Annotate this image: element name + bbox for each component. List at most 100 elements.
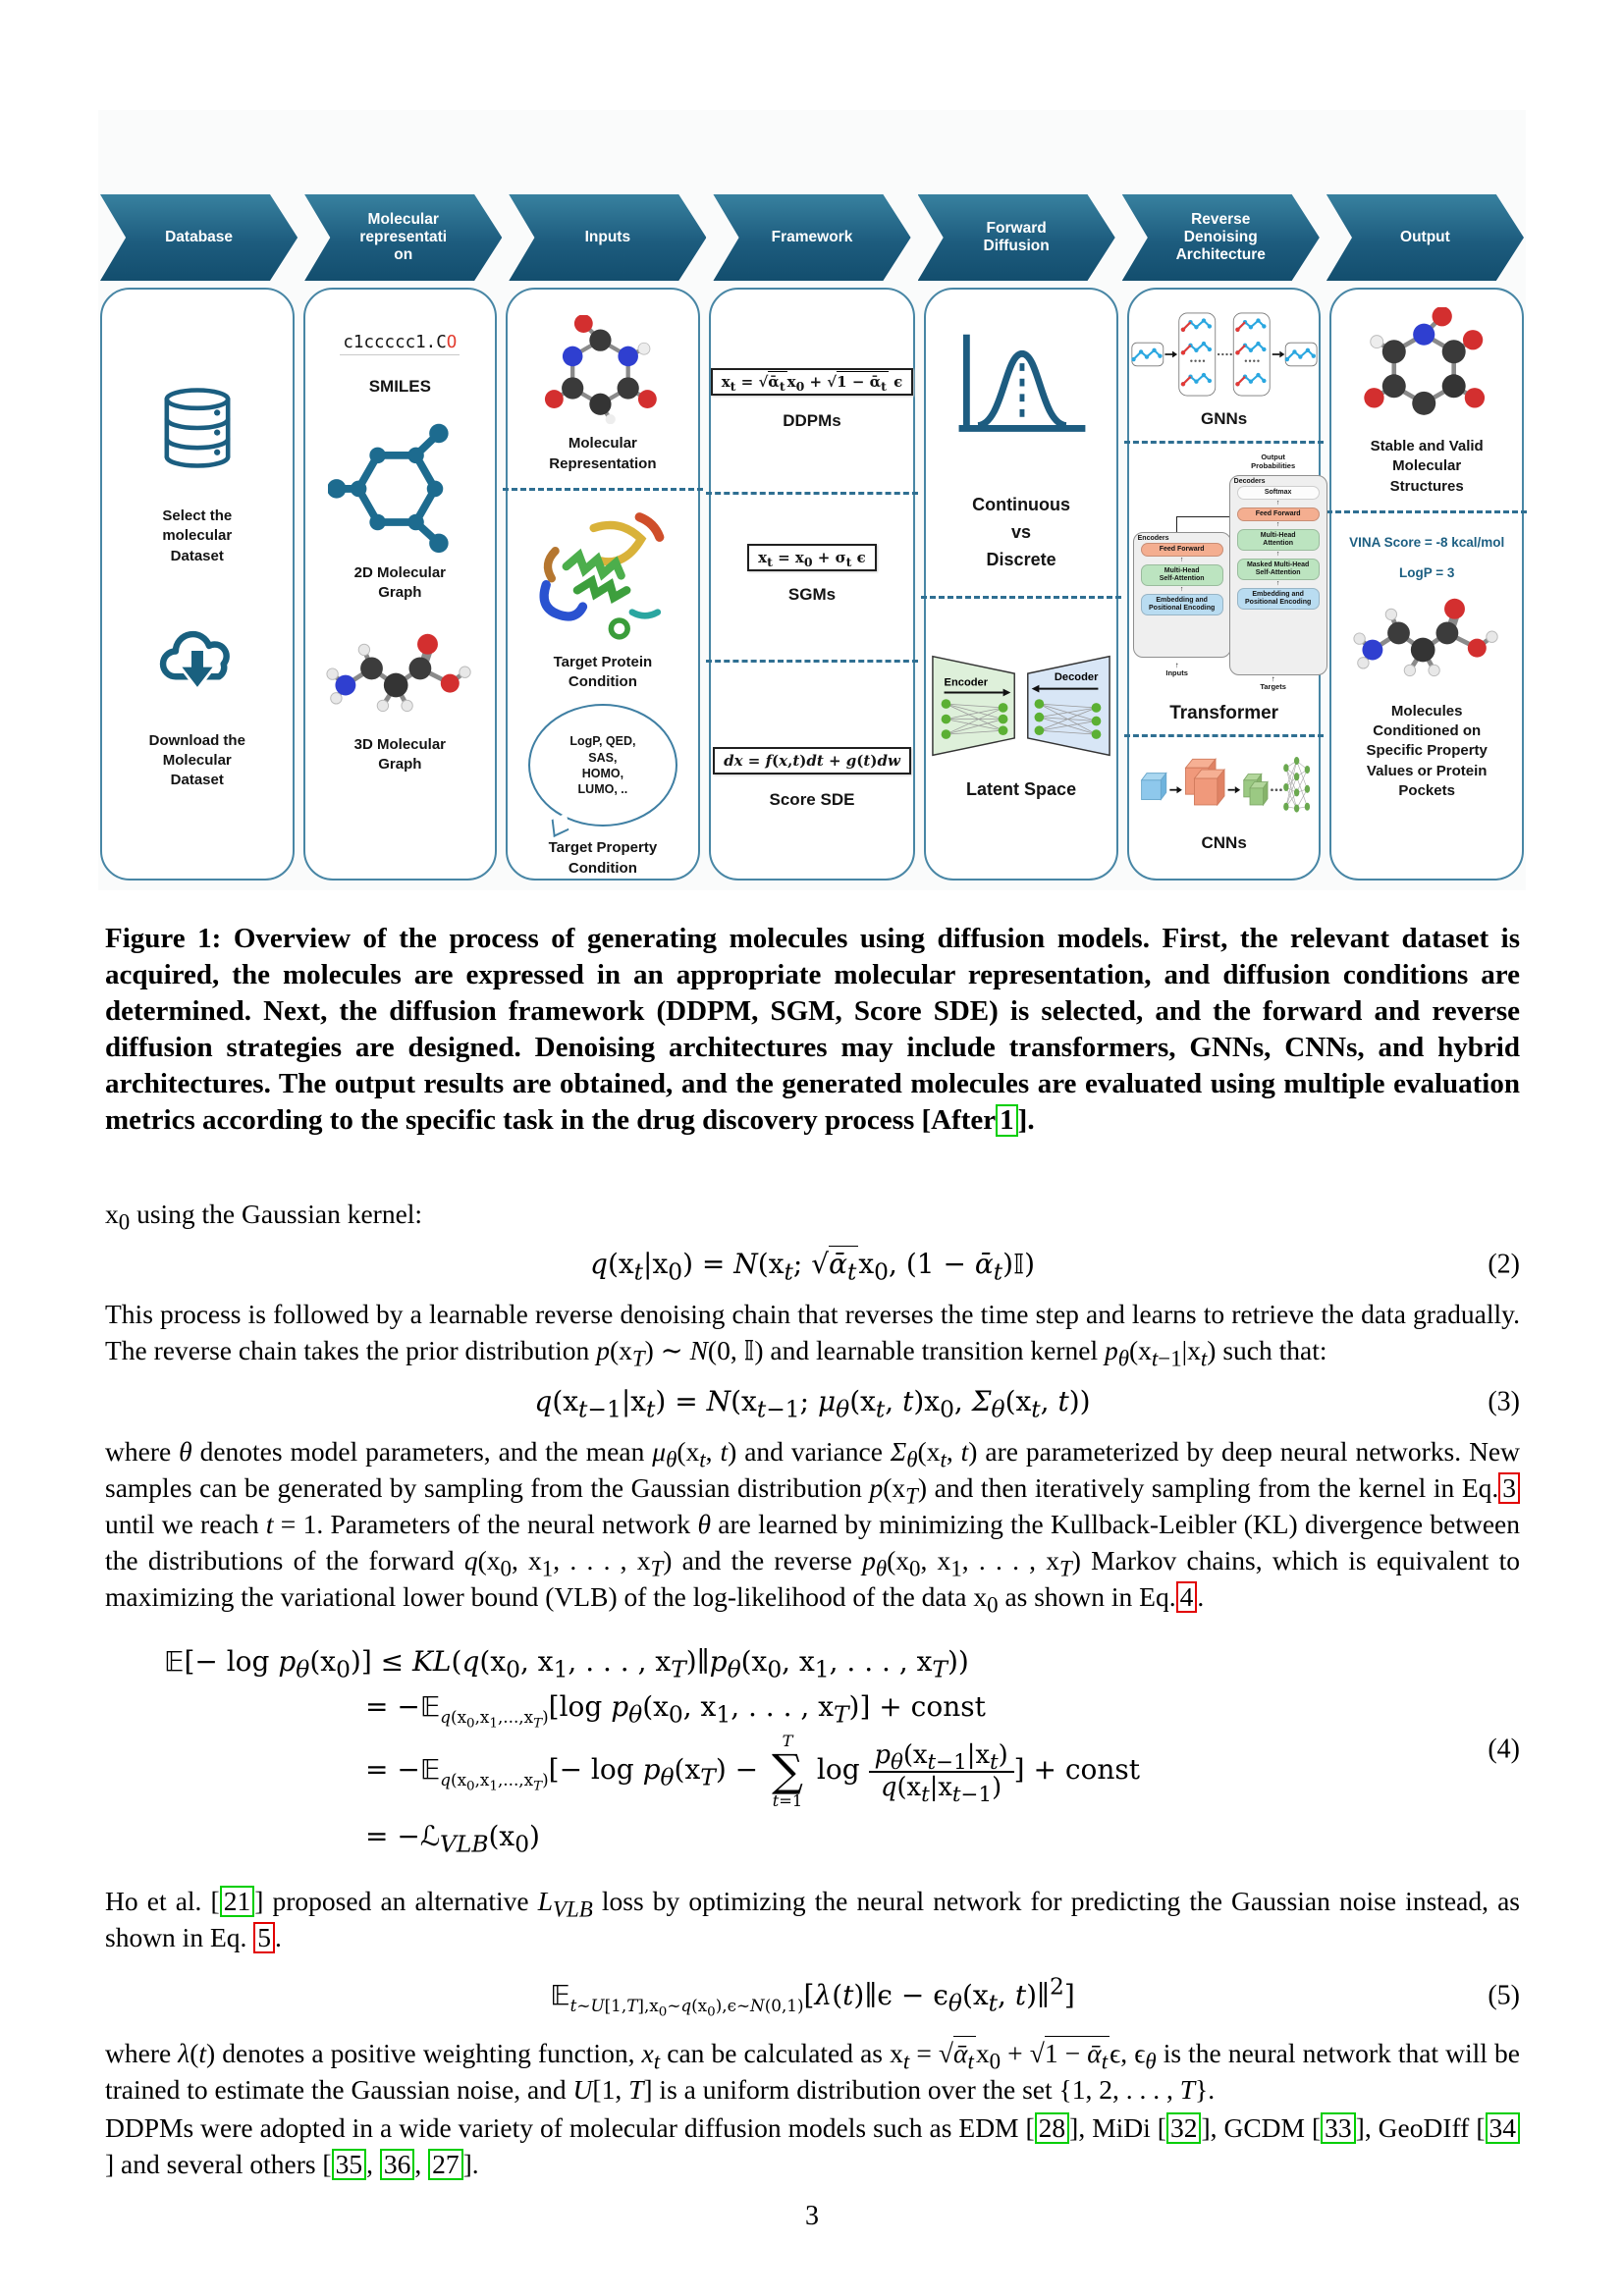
step-header-framework: Framework — [713, 194, 911, 281]
ddpm-label: DDPMs — [783, 411, 841, 430]
paragraph-ddpm-models: DDPMs were adopted in a wide variety of … — [105, 2109, 1520, 2182]
divider — [705, 492, 919, 495]
citation-ref-35[interactable]: 35 — [331, 2149, 367, 2180]
equation-2-number: (2) — [1488, 1249, 1520, 1279]
encoders-label: Encoders — [1137, 535, 1169, 542]
citation-ref-27[interactable]: 27 — [428, 2149, 463, 2180]
up-arrow-icon — [1234, 581, 1323, 587]
up-arrow-icon — [1138, 558, 1226, 563]
citation-ref-28[interactable]: 28 — [1034, 2112, 1070, 2144]
protein-ribbon-icon — [539, 511, 665, 640]
gnn-diagram-icon — [1130, 312, 1318, 397]
citation-ref-36[interactable]: 36 — [379, 2149, 415, 2180]
citation-ref-21[interactable]: 21 — [219, 1886, 255, 1917]
eq-ref-3[interactable]: 3 — [1498, 1472, 1521, 1504]
equation-4: 𝔼[− log pθ(x0)] ≤ KL(q(x0, x1, . . . , x… — [164, 1645, 1520, 1858]
up-arrow-icon — [1234, 522, 1323, 528]
latent-space-label: Latent Space — [966, 778, 1077, 799]
card-forward-diffusion: Continuous vs Discrete Encoder Decoder — [921, 288, 1121, 881]
3d-molecule-icon — [326, 633, 472, 712]
targets-label: Targets — [1229, 675, 1318, 691]
cloud-download-icon — [159, 630, 230, 692]
card-output: Stable and Valid Molecular Structures VI… — [1326, 288, 1527, 881]
step-header-representation: Molecular representati on — [304, 194, 503, 281]
citation-ref-32[interactable]: 32 — [1165, 2112, 1202, 2144]
vina-score-label: VINA Score = -8 kcal/mol — [1349, 534, 1505, 550]
molecule-ring-icon — [544, 315, 657, 425]
step-header-reverse-denoising: Reverse Denoising Architecture — [1121, 194, 1320, 281]
card-database: Select the molecular Dataset Download th… — [100, 288, 295, 881]
sgm-equation: xt = x0 + σt ϵ — [747, 544, 877, 571]
equation-2: q(xt|x0) = N(xt; √ᾱtx0, (1 − ᾱt)𝕀) (2) — [590, 1246, 1520, 1286]
download-dataset-label: Download the Molecular Dataset — [148, 731, 245, 789]
up-arrow-icon — [1234, 552, 1323, 558]
equation-3: q(xt−1|xt) = N(xt−1; μθ(xt, t)x0, Σθ(xt,… — [534, 1385, 1520, 1423]
database-icon — [164, 388, 231, 468]
property-bubble: LogP, QED, SAS, HOMO, LUMO, .. — [527, 704, 677, 828]
citation-ref-1[interactable]: 1 — [996, 1104, 1018, 1137]
2d-molecular-graph-icon — [328, 423, 449, 554]
eq-ref-5[interactable]: 5 — [253, 1922, 275, 1953]
smiles-label: SMILES — [368, 377, 431, 396]
card-molecular-representation: c1ccccc1.CO SMILES 2D Molecular Graph — [302, 288, 498, 881]
eq-ref-4[interactable]: 4 — [1175, 1581, 1198, 1613]
cnn-label: CNNs — [1201, 833, 1247, 852]
decoders-block: Decoders Softmax Feed Forward Multi-Head… — [1228, 475, 1327, 675]
page-number: 3 — [805, 2201, 819, 2231]
divider — [705, 660, 919, 663]
multi-head-self-attention-pill: Multi-Head Self-Attention — [1140, 564, 1223, 587]
divider — [1123, 734, 1325, 737]
up-arrow-icon — [1234, 501, 1323, 507]
intro-line: x0 using the Gaussian kernel: — [105, 1199, 423, 1235]
figure-1: Database Molecular representati on Input… — [98, 110, 1527, 890]
select-dataset-label: Select the molecular Dataset — [162, 507, 233, 564]
svg-text:Encoder: Encoder — [945, 676, 989, 688]
target-property-label: Target Property Condition — [548, 839, 658, 877]
encoder-decoder-icon: Encoder Decoder — [932, 655, 1110, 756]
divider — [921, 595, 1121, 599]
gnn-label: GNNs — [1201, 409, 1248, 428]
paragraph-parameters: where θ denotes model parameters, and th… — [105, 1436, 1521, 1618]
score-sde-label: Score SDE — [769, 790, 855, 809]
embedding-pill: Embedding and Positional Encoding — [1140, 594, 1223, 616]
citation-ref-33[interactable]: 33 — [1321, 2112, 1356, 2144]
step-header-database: Database — [100, 194, 298, 281]
svg-text:Decoder: Decoder — [1055, 671, 1099, 683]
feed-forward-pill: Feed Forward — [1140, 543, 1223, 558]
pipeline-step-headers: Database Molecular representati on Input… — [98, 194, 1526, 281]
figure-caption: Figure 1: Overview of the process of gen… — [105, 923, 1520, 1137]
inputs-label: Inputs — [1133, 662, 1221, 677]
3d-graph-label: 3D Molecular Graph — [353, 735, 447, 773]
conditioned-molecules-label: Molecules Conditioned on Specific Proper… — [1366, 702, 1488, 799]
equation-5: 𝔼t∼U[1,T],x0∼q(x0),ϵ∼N(0,1)[λ(t)∥ϵ − ϵθ(… — [550, 1972, 1520, 2020]
2d-graph-label: 2D Molecular Graph — [353, 564, 447, 602]
divider — [503, 487, 703, 491]
divider — [1123, 441, 1325, 444]
equation-3-number: (3) — [1488, 1386, 1520, 1416]
paragraph-reverse-chain: This process is followed by a learnable … — [105, 1299, 1520, 1371]
transformer-label: Transformer — [1169, 703, 1279, 723]
paragraph-lambda: where λ(t) denotes a positive weighting … — [105, 2036, 1520, 2106]
step-header-output: Output — [1326, 194, 1524, 281]
cnn-diagram-icon — [1140, 757, 1310, 813]
step-header-inputs: Inputs — [509, 194, 707, 281]
smiles-string: c1ccccc1.CO — [340, 333, 460, 355]
stable-structures-label: Stable and Valid Molecular Structures — [1370, 438, 1484, 495]
encoders-block: Encoders Feed Forward Multi-Head Self-At… — [1132, 532, 1231, 658]
molecular-representation-label: Molecular Representation — [549, 435, 657, 472]
up-arrow-icon — [1138, 587, 1226, 593]
logp-label: LogP = 3 — [1399, 564, 1455, 580]
paragraph-ho-et-al: Ho et al. [21] proposed an alternative L… — [105, 1886, 1520, 1953]
multi-head-attention-pill: Multi-Head Attention — [1236, 529, 1320, 552]
divider — [1326, 509, 1527, 513]
equation-5-number: (5) — [1488, 1980, 1520, 2011]
decoders-label: Decoders — [1233, 478, 1266, 485]
transformer-diagram: Output Probabilities Encoders Feed Forwa… — [1131, 453, 1327, 699]
softmax-pill: Softmax — [1236, 486, 1320, 501]
citation-ref-34[interactable]: 34 — [1485, 2112, 1520, 2144]
continuous-vs-discrete-label: Continuous vs Discrete — [972, 495, 1071, 569]
output-probabilities-label: Output Probabilities — [1251, 453, 1296, 470]
masked-multi-head-pill: Masked Multi-Head Self-Attention — [1236, 559, 1320, 581]
